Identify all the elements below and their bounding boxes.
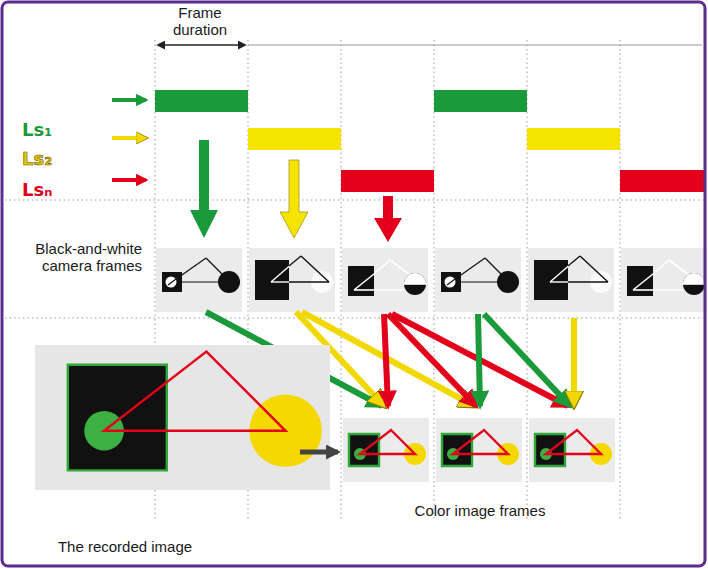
camera-frame [156, 248, 242, 312]
frame-grid [341, 40, 342, 520]
combine-arrow [388, 314, 476, 406]
color-frame [343, 418, 615, 482]
row-label: Black-and-white camera frames [30, 240, 142, 275]
capture-arrow [190, 140, 218, 238]
color-frame [436, 418, 522, 482]
capture-arrow [280, 160, 308, 238]
light-pulse [155, 90, 248, 112]
frame-grid [5, 200, 703, 201]
camera-frame [156, 248, 707, 312]
frame-grid [5, 318, 703, 319]
combine-arrow [384, 314, 388, 406]
light-pulse [527, 128, 620, 150]
camera-frame [621, 248, 707, 312]
combine-arrow [478, 314, 480, 406]
capture-arrow [190, 140, 402, 242]
light-pulse [434, 90, 527, 112]
camera-frame [435, 248, 521, 312]
dimension-label: Frame duration [160, 4, 240, 39]
light-source-label: Ls₂ [22, 149, 82, 170]
row-label: Color image frames [390, 502, 570, 519]
recorded-image [68, 352, 322, 471]
combine-arrow [392, 314, 568, 406]
source-arrow [112, 98, 146, 102]
output-arrow [300, 450, 338, 455]
light-pulse [620, 170, 704, 192]
image-label: The recorded image [35, 538, 215, 555]
light-pulse [341, 170, 434, 192]
camera-frame [528, 248, 614, 312]
recorded-image [35, 345, 330, 490]
capture-arrow [374, 196, 402, 242]
camera-frame [249, 248, 335, 312]
camera-frame [342, 248, 428, 312]
color-frame [529, 418, 615, 482]
light-pulse [248, 128, 341, 150]
combine-arrow [484, 314, 570, 406]
source-arrow [112, 136, 146, 140]
source-arrow [112, 178, 146, 182]
light-source-label: Ls₁ [22, 120, 82, 141]
recorded-image [35, 345, 330, 490]
time-axis [248, 45, 702, 46]
light-pulse [155, 90, 704, 192]
color-frame [343, 418, 429, 482]
frame-grid [5, 40, 703, 520]
light-source-label: Lsₙ [22, 180, 82, 201]
combine-arrow [571, 318, 577, 406]
frame-grid [620, 40, 621, 520]
dimension-arrow [158, 44, 245, 46]
